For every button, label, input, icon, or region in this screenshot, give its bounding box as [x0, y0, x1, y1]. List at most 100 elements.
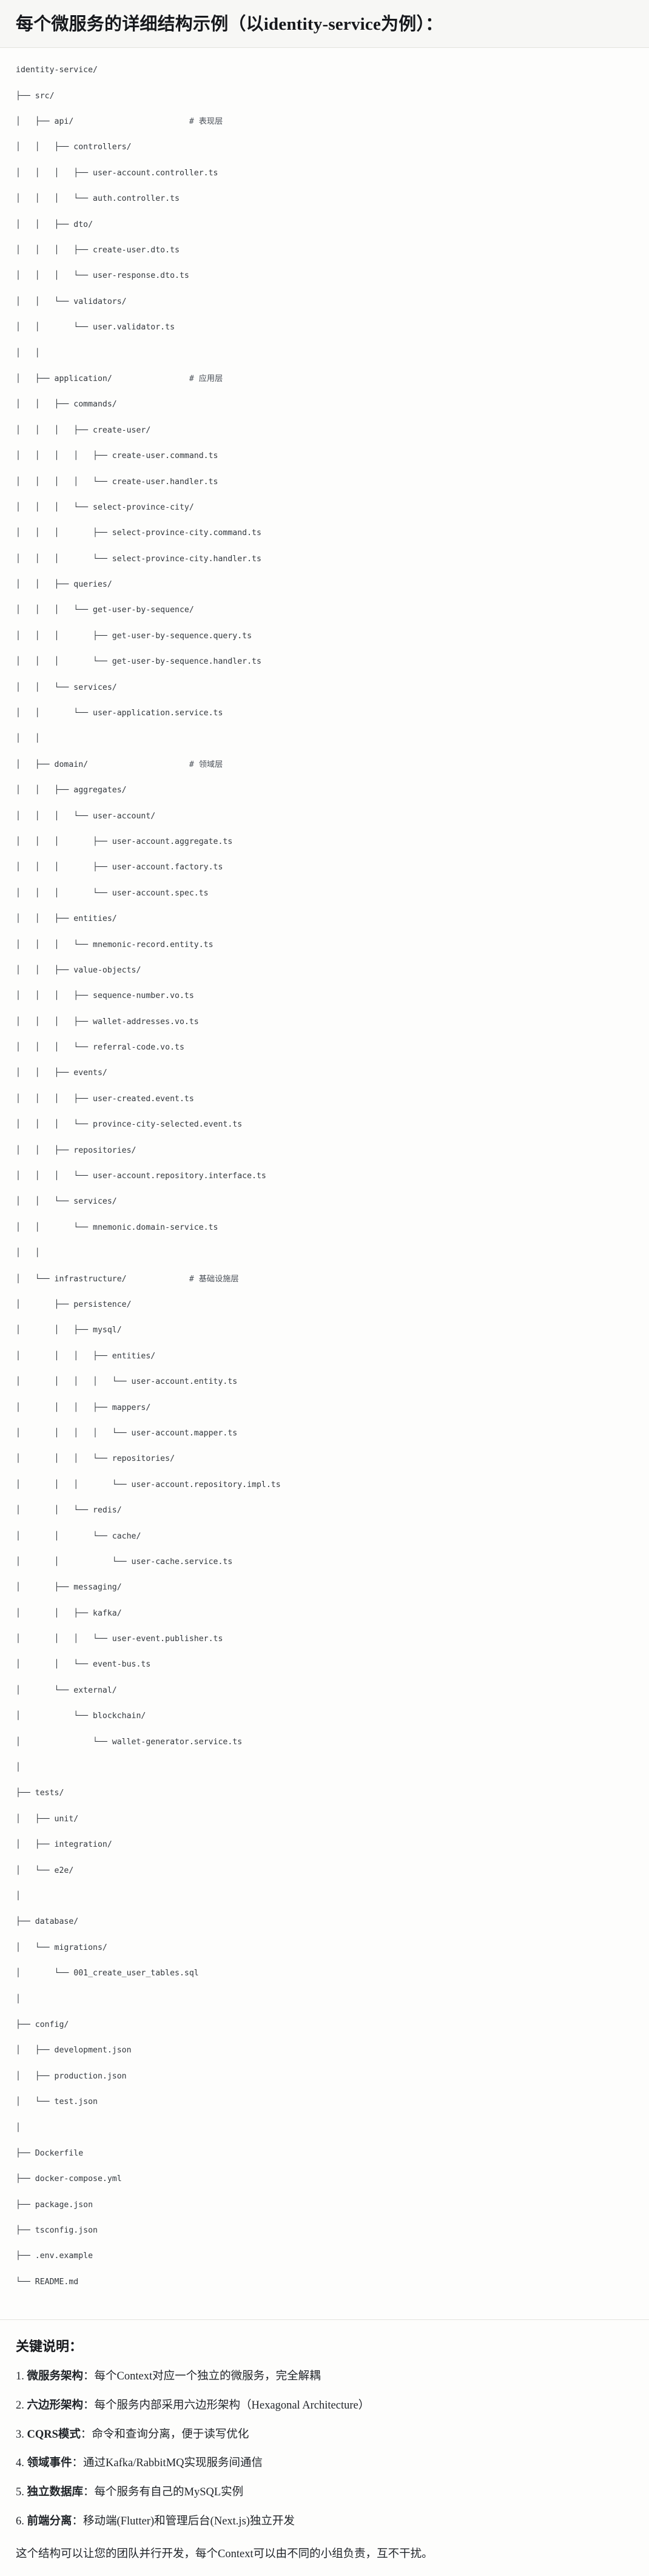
key-note-term: 微服务架构: [27, 2370, 84, 2383]
tree-row: │ │ │ └── user-response.dto.ts: [16, 269, 633, 282]
key-note-description: 每个Context对应一个独立的微服务，完全解耦: [94, 2370, 321, 2383]
key-notes-heading: 关键说明：: [16, 2339, 83, 2355]
tree-row: │ │ │ └── get-user-by-sequence.handler.t…: [16, 655, 633, 668]
key-note-item: 6. 前端分离：移动端(Flutter)和管理后台(Next.js)独立开发: [16, 2514, 633, 2530]
tree-row: │ └── blockchain/: [16, 1710, 633, 1722]
tree-entry: │ │ │ └── user-response.dto.ts: [16, 271, 189, 281]
tree-layer-comment: # 领域层: [189, 760, 223, 769]
tree-row: │ │ └── user.validator.ts: [16, 321, 633, 334]
tree-row: │ │ ├── commands/: [16, 398, 633, 411]
tree-entry: │ ├── integration/: [16, 1840, 112, 1850]
tree-entry: │ │ └── services/: [16, 683, 117, 692]
tree-entry: │ │ │ ├── select-province-city.command.t…: [16, 528, 261, 538]
tree-entry: │: [16, 2123, 21, 2133]
tree-entry: │ │ │ │ └── user-account.entity.ts: [16, 1377, 238, 1387]
tree-row: └── README.md: [16, 2276, 633, 2288]
tree-entry: │ │ │ └── user-account.repository.impl.t…: [16, 1480, 281, 1489]
tree-entry: │ │ └── user-application.service.ts: [16, 709, 223, 718]
tree-entry: │ │ │ ├── user-created.event.ts: [16, 1094, 194, 1104]
tree-entry: │ │ │ └── select-province-city/: [16, 502, 194, 512]
tree-row: │ └── 001_create_user_tables.sql: [16, 1967, 633, 1980]
tree-row: │ │ └── user-cache.service.ts: [16, 1556, 633, 1568]
tree-row: │ │ │ └── province-city-selected.event.t…: [16, 1118, 633, 1131]
tree-row: │ │ │ ├── user-account.aggregate.ts: [16, 835, 633, 848]
tree-entry: │ └── infrastructure/: [16, 1274, 127, 1284]
tree-row: │ │ │ ├── create-user.dto.ts: [16, 244, 633, 257]
tree-row: │ │ ├── events/: [16, 1067, 633, 1079]
tree-row: │ │ └── redis/: [16, 1504, 633, 1517]
tree-row: │ │ ├── mysql/: [16, 1324, 633, 1337]
tree-row: │: [16, 1761, 633, 1774]
tree-entry: │ │ ├── aggregates/: [16, 786, 127, 795]
tree-entry: │ │ ├── queries/: [16, 580, 112, 590]
tree-row: │ │ │ ├── select-province-city.command.t…: [16, 527, 633, 539]
tree-entry: │ │ │ └── user-account/: [16, 811, 156, 821]
tree-entry: │ │ └── validators/: [16, 297, 127, 306]
tree-layer-comment: # 基础设施层: [189, 1274, 239, 1284]
key-note-index: 2.: [16, 2399, 27, 2412]
tree-row: │ │ │ └── referral-code.vo.ts: [16, 1041, 633, 1054]
tree-row: │ │ └── cache/: [16, 1530, 633, 1543]
tree-row: │ │ │ │ └── create-user.handler.ts: [16, 476, 633, 488]
tree-entry: │: [16, 1891, 21, 1901]
tree-row: ├── tests/: [16, 1787, 633, 1799]
tree-entry: │ │ ├── commands/: [16, 400, 117, 410]
tree-entry: │ │ │ ├── sequence-number.vo.ts: [16, 991, 194, 1001]
tree-row: │ │ ├── controllers/: [16, 141, 633, 153]
tree-entry: │ └── external/: [16, 1685, 117, 1695]
key-note-term: 六边形架构: [27, 2399, 84, 2412]
tree-row: │ │ │ └── auth.controller.ts: [16, 192, 633, 205]
tree-entry: │ │ │ └── repositories/: [16, 1454, 175, 1464]
tree-row: │ │ │ └── user-account/: [16, 810, 633, 823]
tree-row: │ │ │ ├── user-created.event.ts: [16, 1093, 633, 1105]
tree-entry: │ ├── domain/: [16, 760, 89, 769]
tree-entry: identity-service/: [16, 66, 98, 75]
tree-row: │ │ ├── aggregates/: [16, 784, 633, 797]
tree-row: │ └── infrastructure/ # 基础设施层: [16, 1273, 633, 1286]
tree-row: ├── tsconfig.json: [16, 2224, 633, 2237]
tree-entry: │ │ ├── dto/: [16, 220, 93, 229]
tree-entry: │ ├── application/: [16, 374, 112, 383]
tree-row: │ │ │ └── user-account.spec.ts: [16, 887, 633, 900]
tree-entry: │: [16, 1994, 21, 2004]
tree-entry: │ │ │ │ └── create-user.handler.ts: [16, 477, 218, 487]
key-note-term: 前端分离: [27, 2515, 72, 2527]
tree-entry: │ │ │ ├── create-user.dto.ts: [16, 245, 180, 255]
tree-row: │ ├── integration/: [16, 1838, 633, 1851]
tree-comment-gap: [73, 117, 189, 126]
key-note-description: 通过Kafka/RabbitMQ实现服务间通信: [83, 2457, 263, 2470]
document-header: 每个微服务的详细结构示例（以identity-service为例）：: [0, 0, 649, 49]
key-note-separator: ：: [83, 2486, 95, 2499]
tree-entry: ├── config/: [16, 2020, 69, 2029]
key-note-term: 独立数据库: [27, 2486, 84, 2499]
tree-entry: │ │: [16, 348, 40, 358]
tree-row: │ └── test.json: [16, 2096, 633, 2108]
tree-row: │ └── e2e/: [16, 1864, 633, 1877]
tree-row: │ ├── development.json: [16, 2044, 633, 2057]
tree-row: │ │ ├── value-objects/: [16, 964, 633, 977]
tree-entry: │ │ ├── entities/: [16, 914, 117, 924]
tree-entry: │ │ │ ├── user-account.factory.ts: [16, 863, 223, 872]
tree-layer-comment: # 表现层: [189, 117, 223, 127]
tree-entry: │ │ └── cache/: [16, 1531, 141, 1541]
key-note-item: 3. CQRS模式：命令和查询分离，便于读写优化: [16, 2427, 633, 2444]
tree-row: │ │ ├── repositories/: [16, 1144, 633, 1157]
tree-row: │ │ │ └── get-user-by-sequence/: [16, 604, 633, 616]
tree-row: │ ├── unit/: [16, 1813, 633, 1826]
tree-entry: │ │ │ └── province-city-selected.event.t…: [16, 1120, 243, 1130]
tree-entry: │ ├── development.json: [16, 2046, 132, 2055]
tree-row: │ │ │ ├── user-account.factory.ts: [16, 861, 633, 874]
tree-row: │ ├── application/ # 应用层: [16, 373, 633, 385]
tree-row: │ │ │ ├── entities/: [16, 1350, 633, 1363]
tree-row: │ │: [16, 732, 633, 745]
tree-entry: ├── database/: [16, 1917, 79, 1927]
tree-entry: │ └── wallet-generator.service.ts: [16, 1737, 243, 1747]
tree-entry: │ │ │ └── get-user-by-sequence.handler.t…: [16, 657, 261, 667]
tree-row: │ │ └── mnemonic.domain-service.ts: [16, 1221, 633, 1234]
key-note-description: 移动端(Flutter)和管理后台(Next.js)独立开发: [83, 2515, 295, 2527]
tree-entry: │ └── test.json: [16, 2097, 98, 2107]
tree-row: │ │: [16, 1247, 633, 1259]
tree-row: │: [16, 1993, 633, 2006]
tree-entry: │ │ │ └── user-account.spec.ts: [16, 888, 209, 898]
